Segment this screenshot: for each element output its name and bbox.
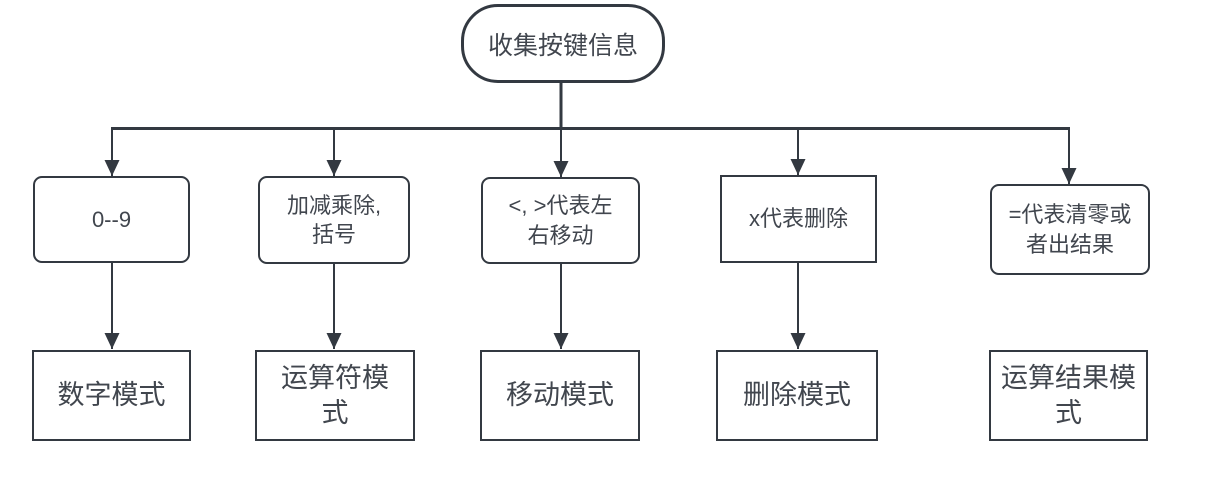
mode-box-move: 移动模式: [480, 350, 640, 441]
mode-box-delete: 删除模式: [716, 350, 878, 441]
branch-box-operators: 加减乘除, 括号: [258, 176, 410, 264]
branch-box-digits: 0--9: [33, 176, 190, 263]
root-node: 收集按键信息: [461, 4, 665, 83]
mode-box-number: 数字模式: [32, 350, 191, 441]
branch-box-equals-key: =代表清零或 者出结果: [990, 184, 1150, 275]
branch-box-delete-key: x代表删除: [720, 175, 877, 263]
mode-box-operator: 运算符模 式: [255, 350, 415, 441]
mode-box-result: 运算结果模 式: [989, 350, 1148, 441]
branch-box-move-keys: <, >代表左 右移动: [481, 177, 640, 264]
